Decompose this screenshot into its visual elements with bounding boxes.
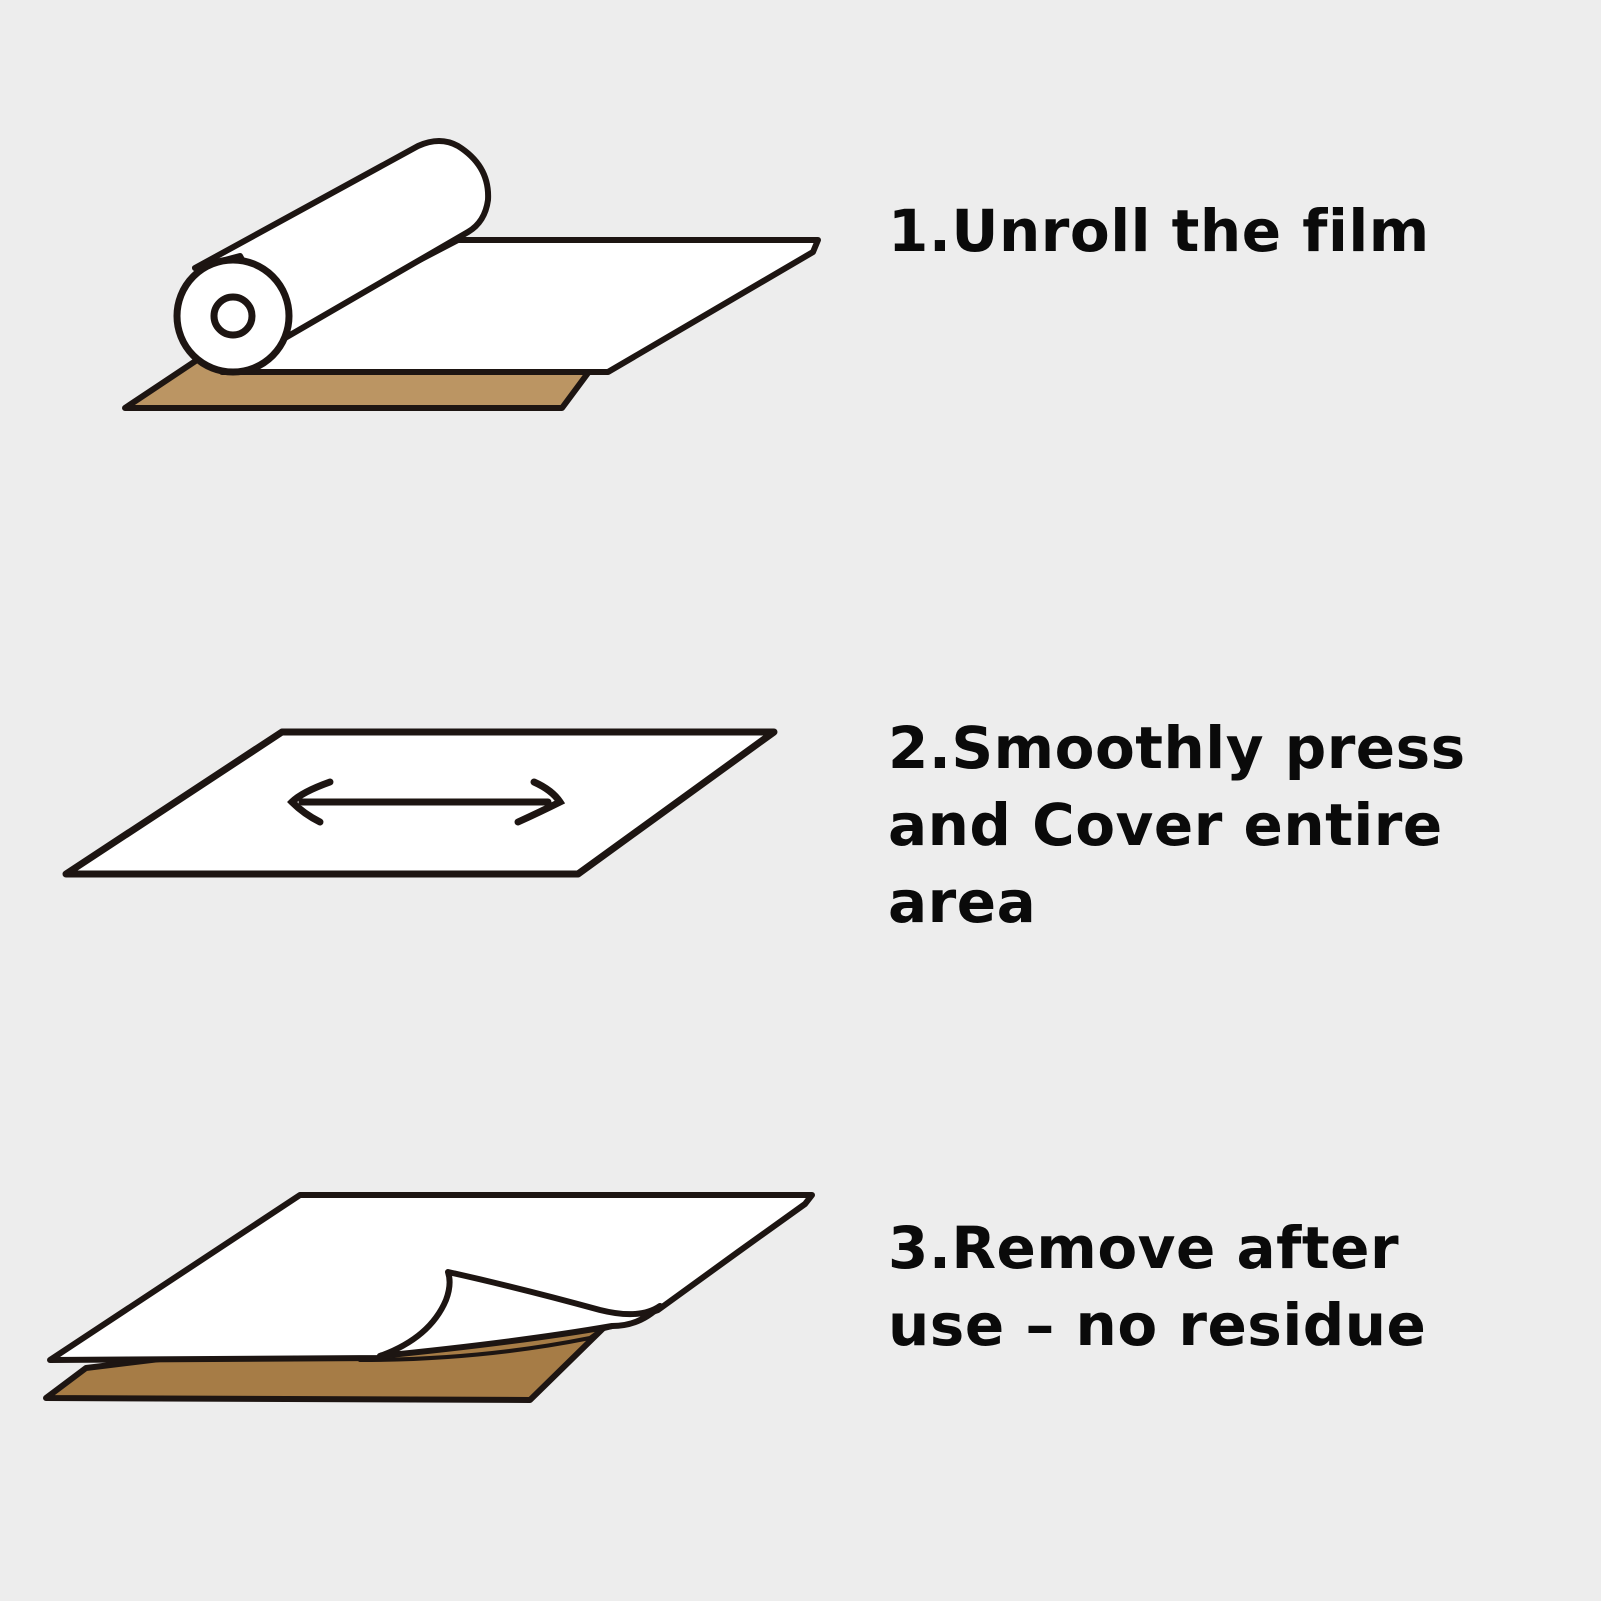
- film-peel-off-icon: [43, 1192, 815, 1403]
- step-1-unroll: 1.Unroll the film: [0, 0, 1601, 520]
- step-3-caption: 3.Remove after use – no residue: [888, 1214, 1427, 1359]
- film-roll-unrolling-icon: [122, 138, 821, 411]
- step-2-caption: 2.Smoothly press and Cover entire area: [888, 714, 1466, 936]
- step-2-press: 2.Smoothly press and Cover entire area: [0, 520, 1601, 1020]
- step-3-remove: 3.Remove after use – no residue: [0, 1020, 1601, 1601]
- double-arrow-icon: [287, 778, 566, 826]
- film-sheet-press-icon: [62, 728, 778, 878]
- step-1-caption: 1.Unroll the film: [888, 197, 1430, 265]
